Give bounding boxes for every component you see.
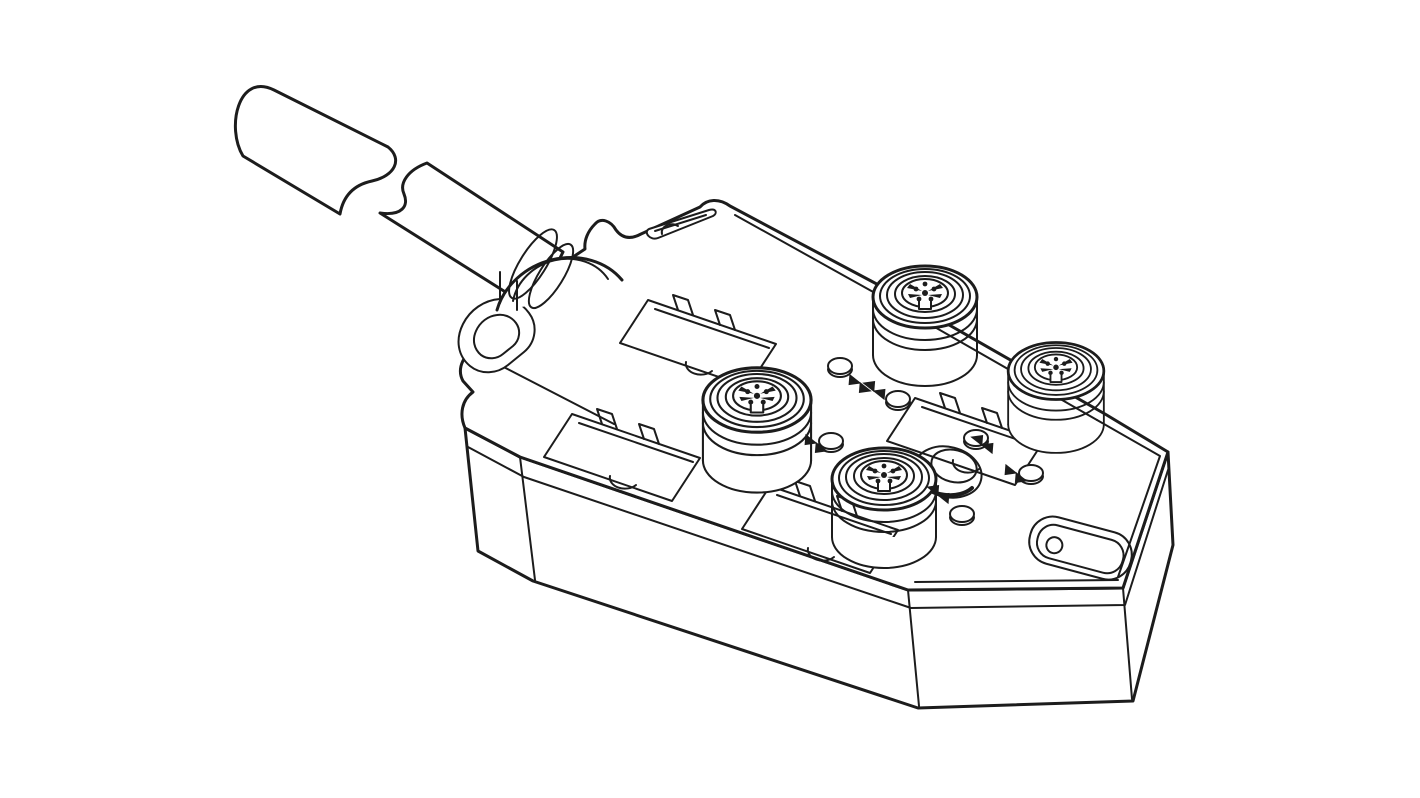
lid-seam [467,446,1169,609]
cable-gland [495,228,624,312]
cable-segment-1 [233,85,398,216]
left-mounting-ear [457,297,536,374]
cable [233,85,565,312]
bottom-mounting-slot [1028,515,1133,581]
led-dome-2 [884,389,912,412]
drawing [233,85,1175,710]
cable-segment-2 [378,161,565,312]
led-dome-4 [948,504,976,527]
top-mounting-slot [645,208,717,240]
led-dome-1 [826,356,854,379]
